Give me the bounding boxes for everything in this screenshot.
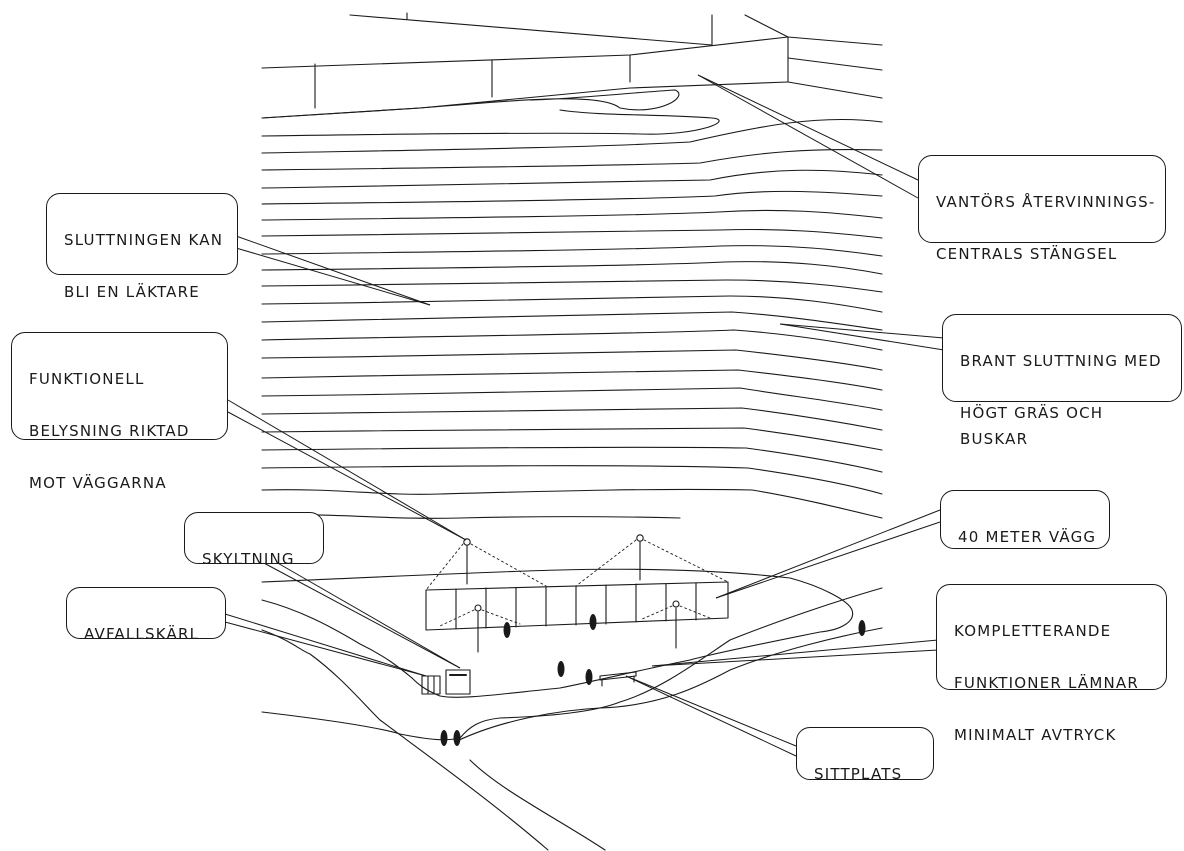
callout-lighting-line-2: BELYSNING RIKTAD bbox=[29, 422, 190, 440]
callout-seating: SITTPLATS bbox=[796, 727, 934, 783]
callout-signage: SKYLTNING bbox=[184, 512, 324, 568]
leader-lines bbox=[224, 74, 945, 757]
callout-seating-line-1: SITTPLATS bbox=[814, 765, 903, 783]
slope-contours bbox=[261, 89, 883, 519]
callout-tribune-line-2: BLI EN LÄKTARE bbox=[64, 283, 200, 301]
recycling-center-fence bbox=[261, 12, 883, 119]
callout-signage-line-1: SKYLTNING bbox=[202, 550, 295, 568]
bench bbox=[599, 671, 637, 687]
waste-bins bbox=[421, 675, 441, 695]
callout-functions-line-3: MINIMALT AVTRYCK bbox=[954, 726, 1117, 744]
callout-steep-slope-line-2: HÖGT GRÄS OCH BUSKAR bbox=[960, 404, 1104, 448]
callout-fence: VANTÖRS ÅTERVINNINGS- CENTRALS STÄNGSEL bbox=[918, 155, 1166, 263]
callout-steep-slope: BRANT SLUTTNING MED HÖGT GRÄS OCH BUSKAR bbox=[942, 314, 1182, 448]
callout-functions-line-1: KOMPLETTERANDE bbox=[954, 622, 1112, 640]
callout-wall: 40 METER VÄGG bbox=[940, 490, 1110, 549]
lighting-poles bbox=[425, 534, 729, 653]
callout-functions-line-2: FUNKTIONER LÄMNAR bbox=[954, 674, 1139, 692]
callout-lighting-line-3: MOT VÄGGARNA bbox=[29, 474, 167, 492]
callout-fence-line-1: VANTÖRS ÅTERVINNINGS- bbox=[936, 193, 1156, 211]
callout-tribune: SLUTTNINGEN KAN BLI EN LÄKTARE bbox=[46, 193, 238, 301]
callout-functions: KOMPLETTERANDE FUNKTIONER LÄMNAR MINIMAL… bbox=[936, 584, 1167, 744]
callout-waste-line-1: AVFALLSKÄRL bbox=[84, 625, 200, 643]
callout-wall-line-1: 40 METER VÄGG bbox=[958, 528, 1097, 546]
callout-fence-line-2: CENTRALS STÄNGSEL bbox=[936, 245, 1118, 263]
forty-meter-wall bbox=[425, 581, 729, 631]
callout-steep-slope-line-1: BRANT SLUTTNING MED bbox=[960, 352, 1162, 370]
people bbox=[440, 614, 866, 746]
callout-lighting: FUNKTIONELL BELYSNING RIKTAD MOT VÄGGARN… bbox=[11, 332, 228, 492]
callout-tribune-line-1: SLUTTNINGEN KAN bbox=[64, 231, 224, 249]
callout-lighting-line-1: FUNKTIONELL bbox=[29, 370, 145, 388]
sign-board bbox=[445, 669, 471, 695]
callout-waste: AVFALLSKÄRL bbox=[66, 587, 226, 643]
